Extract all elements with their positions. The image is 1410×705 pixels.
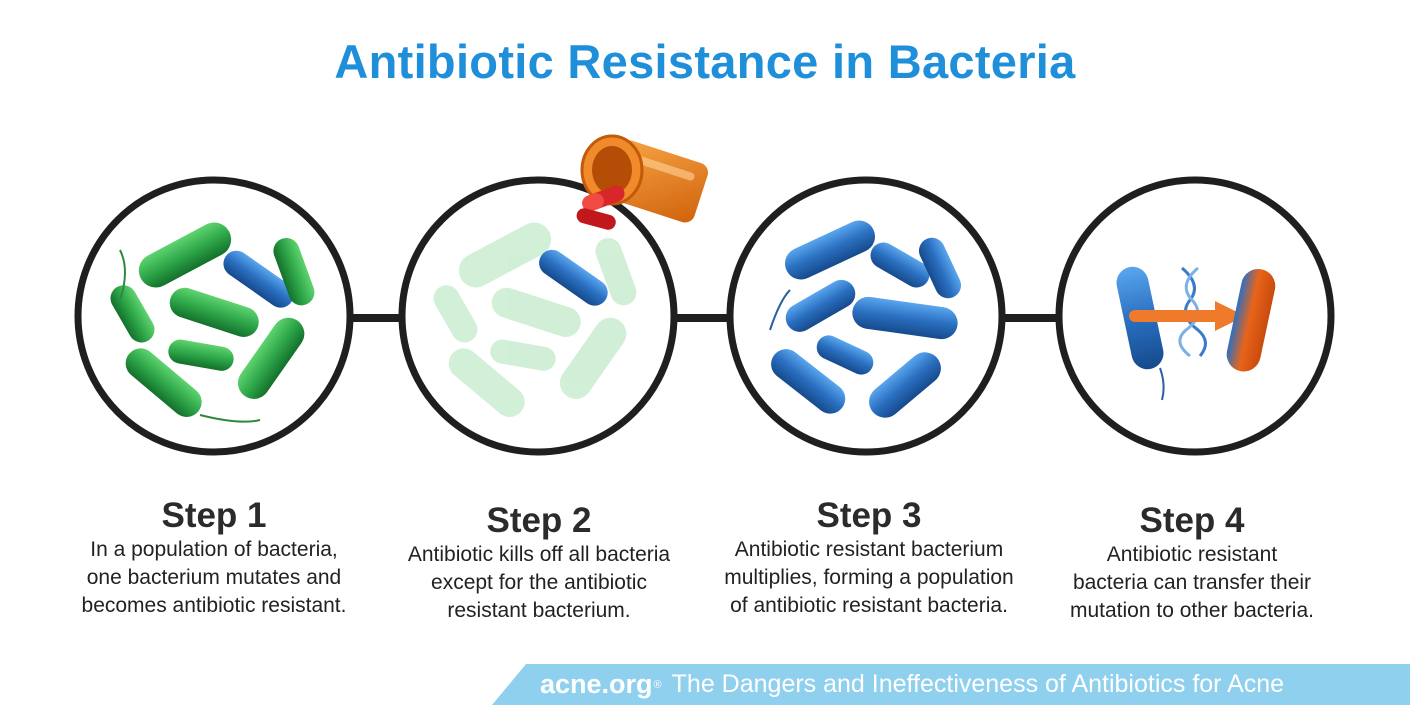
step-3-circle xyxy=(726,176,1006,456)
resistant-bacterium-icon xyxy=(539,249,608,306)
step-1: Step 1 In a population of bacteria, one … xyxy=(54,496,374,620)
footer-brand[interactable]: acne.org xyxy=(540,669,653,699)
footer-registered-mark: ® xyxy=(653,678,662,691)
step-4-text: Antibiotic resistant bacteria can transf… xyxy=(1070,543,1314,622)
orange-bacterium-icon xyxy=(1226,268,1276,372)
step-4-heading: Step 4 xyxy=(1139,501,1245,540)
step-1-heading: Step 1 xyxy=(161,496,267,535)
step-4: Step 4 Antibiotic resistant bacteria can… xyxy=(1044,501,1340,625)
page-title: Antibiotic Resistance in Bacteria xyxy=(334,35,1076,88)
step-2-circle xyxy=(398,176,678,456)
step-1-circle xyxy=(74,176,354,456)
arrow-icon xyxy=(1129,301,1245,331)
bacteria-icon xyxy=(769,220,962,418)
step-2-text: Antibiotic kills off all bacteria except… xyxy=(407,543,671,622)
steps-diagram xyxy=(74,134,1335,456)
bacteria-icon xyxy=(110,222,315,423)
pill-bottle-icon xyxy=(576,134,709,230)
step-3-heading: Step 3 xyxy=(816,496,922,535)
faded-bacteria-icon xyxy=(433,222,637,417)
footer-article-title[interactable]: The Dangers and Ineffectiveness of Antib… xyxy=(671,670,1285,698)
step-2: Step 2 Antibiotic kills off all bacteria… xyxy=(382,501,696,625)
step-4-circle xyxy=(1055,176,1335,456)
step-3-text: Antibiotic resistant bacterium multiplie… xyxy=(724,538,1014,617)
step-3: Step 3 Antibiotic resistant bacterium mu… xyxy=(702,496,1036,620)
step-1-text: In a population of bacteria, one bacteri… xyxy=(81,538,347,617)
step-2-heading: Step 2 xyxy=(486,501,592,540)
footer-banner: acne.org® The Dangers and Ineffectivenes… xyxy=(492,664,1410,705)
